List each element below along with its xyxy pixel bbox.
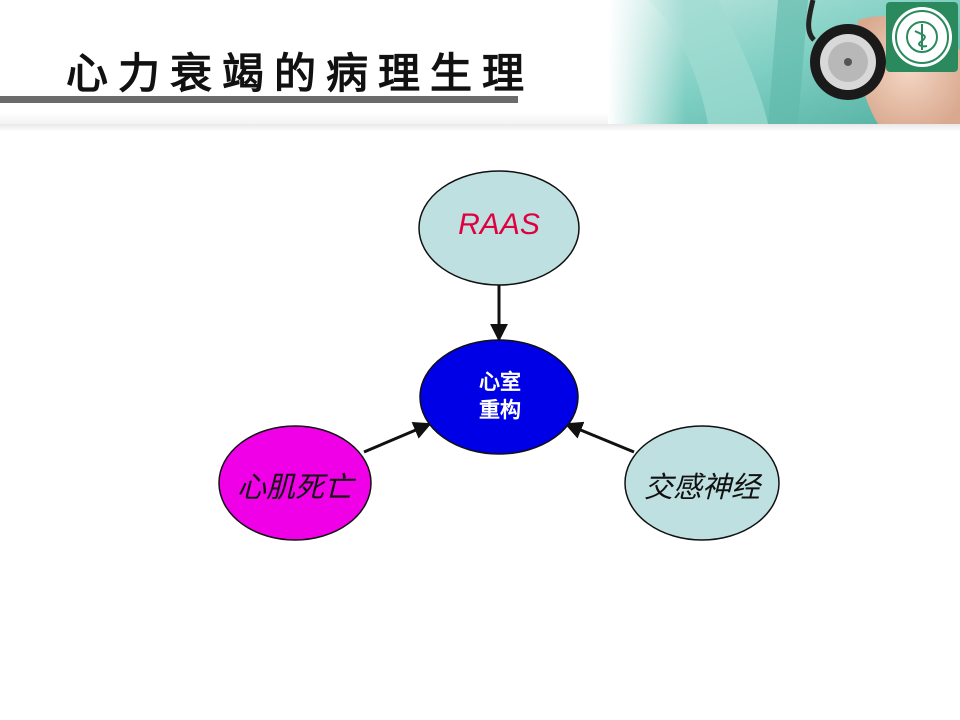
myocardial-necrosis-label: 心肌死亡 xyxy=(236,470,353,504)
node-myocardial-necrosis xyxy=(218,425,372,541)
header-photo xyxy=(608,0,960,124)
center-label-line1: 心室 xyxy=(479,370,521,394)
arrow-sympathetic-to-center xyxy=(564,421,635,454)
sympathetic-label: 交感神经 xyxy=(643,470,760,504)
header-shadow xyxy=(0,124,960,132)
arrow-necrosis-to-center xyxy=(363,422,432,454)
center-label-line2: 重构 xyxy=(479,398,521,422)
node-raas xyxy=(418,170,580,286)
ventricular-remodeling-label: 心室 重构 xyxy=(420,368,580,424)
node-ventricular-remodeling xyxy=(419,339,579,455)
node-sympathetic xyxy=(624,425,780,541)
title-underline xyxy=(0,96,518,103)
raas-label: RAAS xyxy=(458,208,540,241)
slide-title: 心力衰竭的病理生理 xyxy=(66,49,535,98)
